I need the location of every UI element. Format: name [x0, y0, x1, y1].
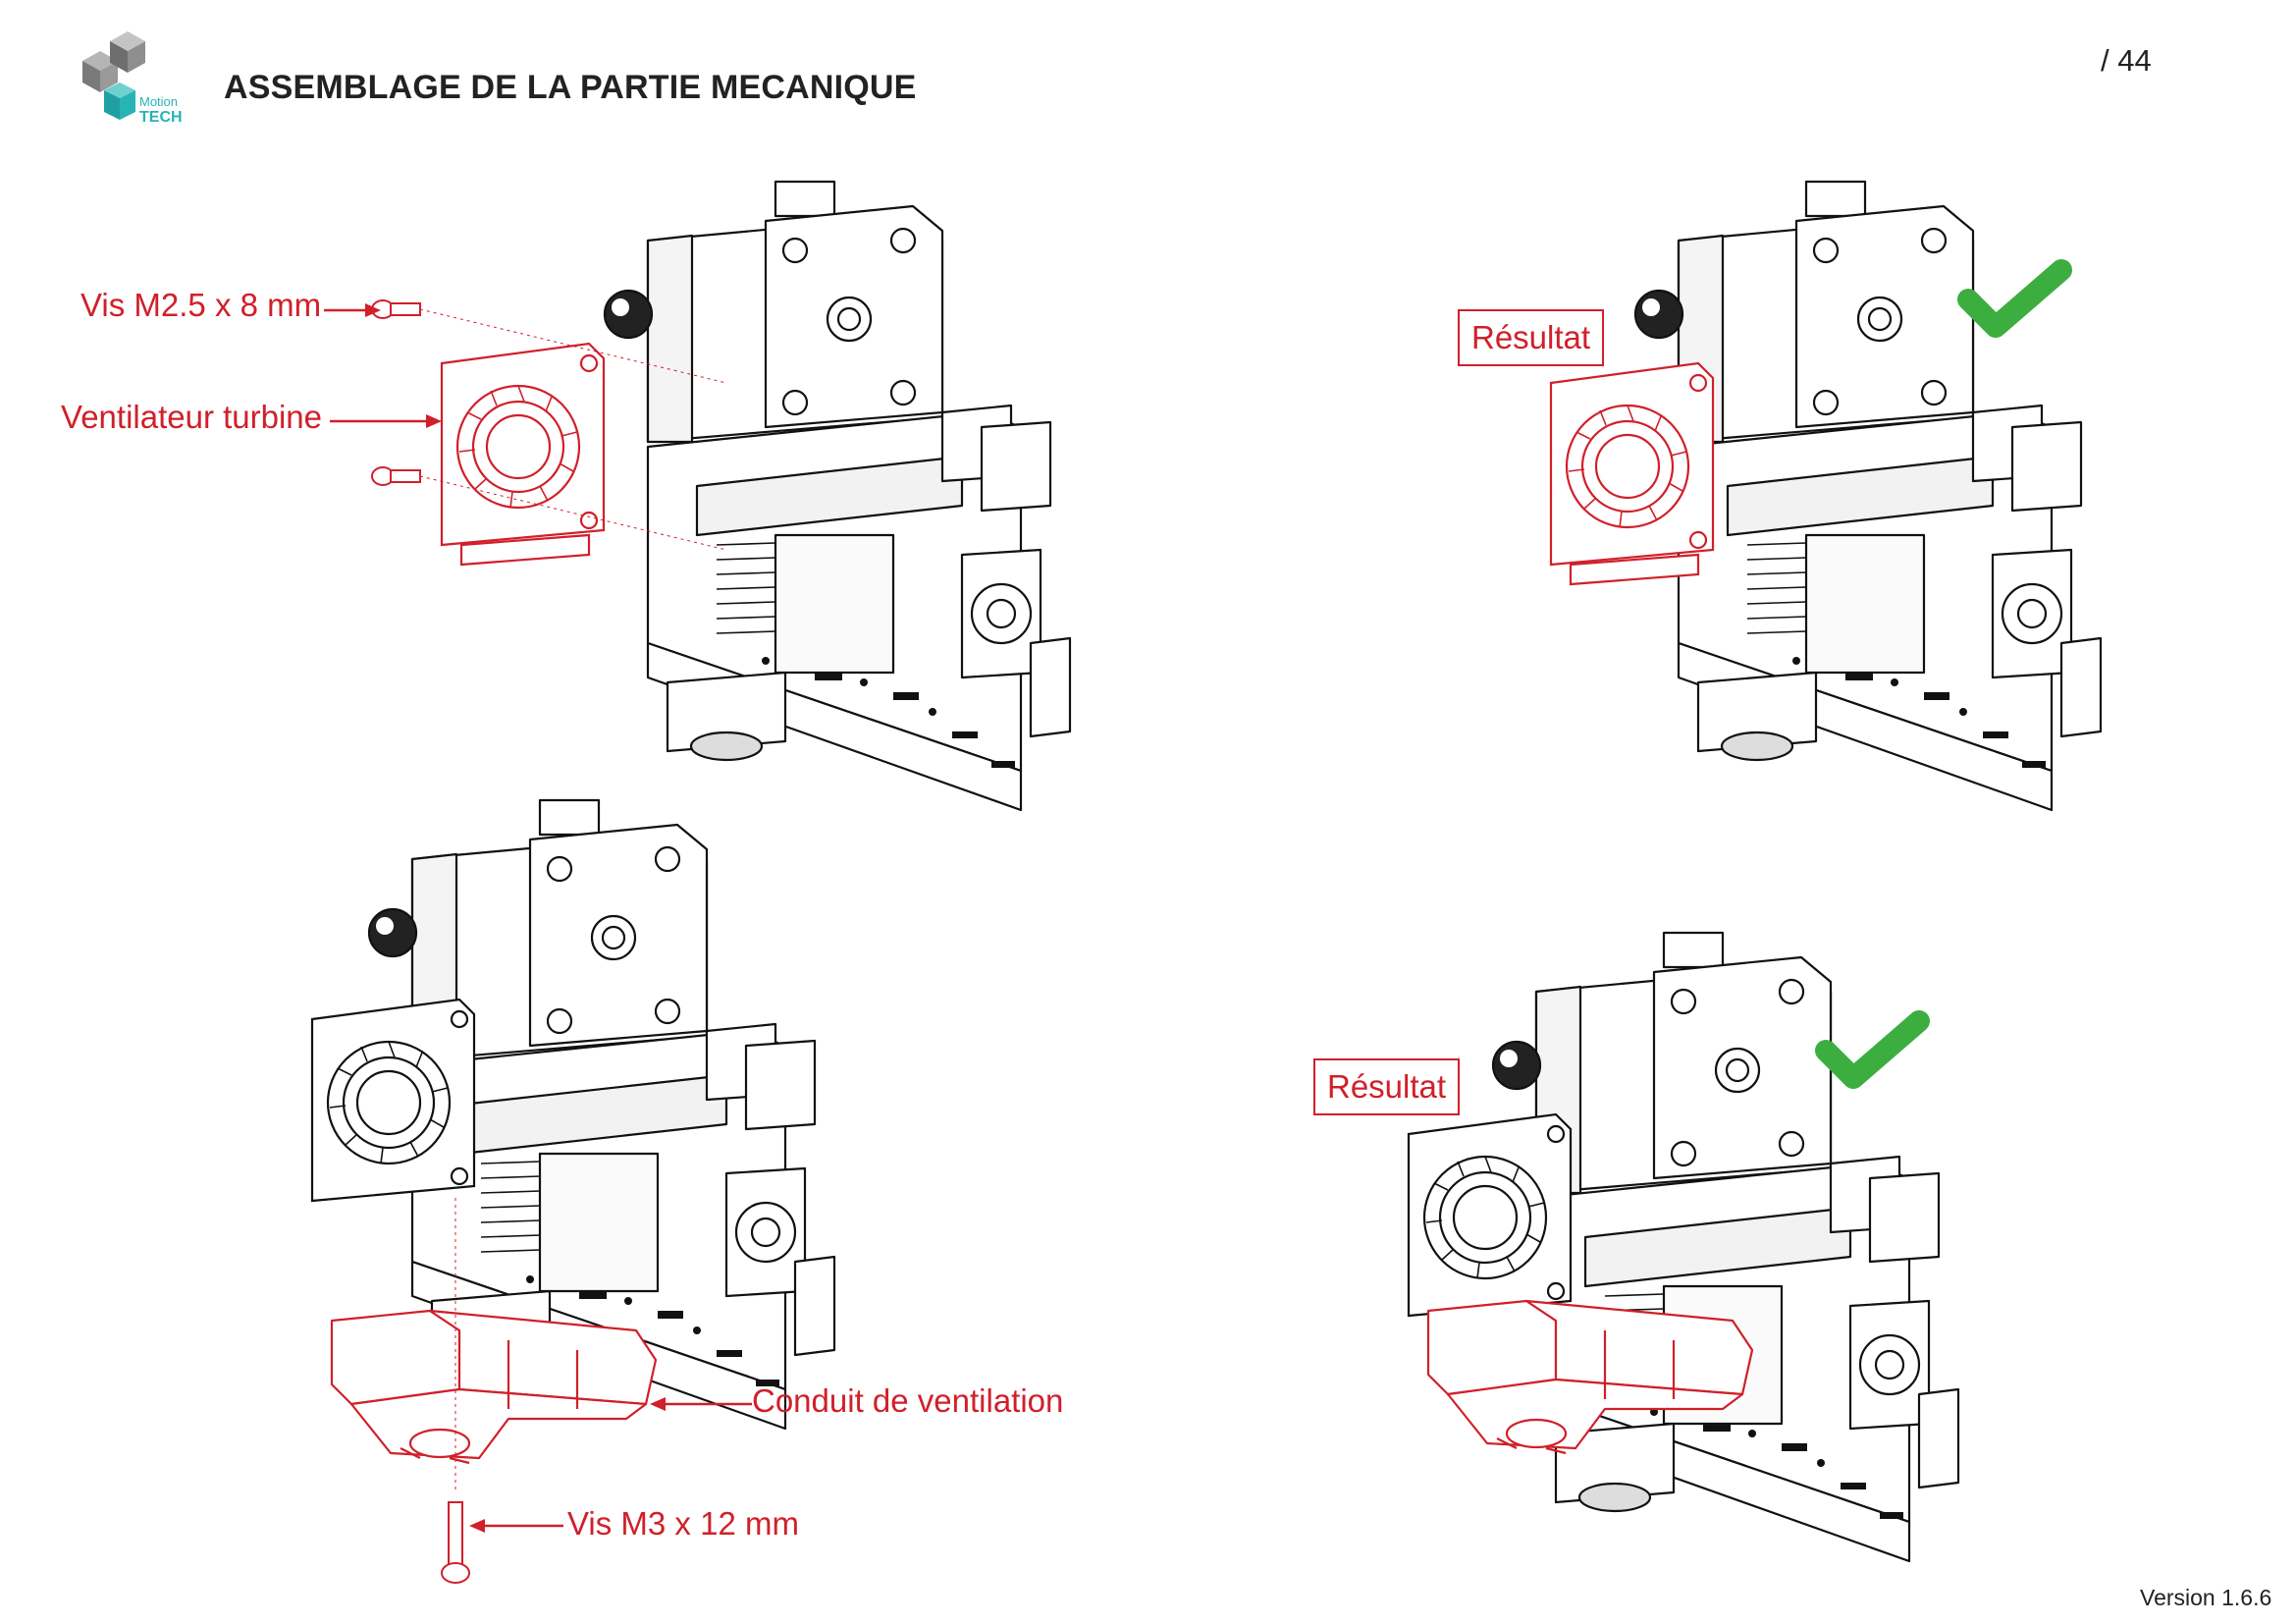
- step2-screw-m3: [441, 1198, 470, 1584]
- step2-duct-exploded: [330, 1309, 658, 1465]
- step2-result-duct: [1426, 1299, 1754, 1455]
- check-icon: [1968, 270, 2076, 349]
- arrow-ventilation-duct: [650, 1397, 752, 1411]
- step2-fan-mounted: [310, 998, 476, 1203]
- step1-screws: [371, 299, 727, 551]
- callout-screw-m25: Vis M2.5 x 8 mm: [80, 287, 322, 323]
- logo-text-top: Motion: [139, 94, 178, 109]
- step1-result-fan: [1549, 361, 1715, 586]
- check-icon: [1826, 1021, 1934, 1100]
- version-label: Version 1.6.6: [2140, 1585, 2272, 1610]
- arrow-turbine-fan: [330, 414, 442, 428]
- page-title: ASSEMBLAGE DE LA PARTIE MECANIQUE: [224, 69, 917, 106]
- motion-tech-logo: Motion TECH: [82, 31, 183, 126]
- callout-screw-m3: Vis M3 x 12 mm: [567, 1505, 799, 1542]
- page-number: / 44: [2101, 43, 2152, 78]
- arrow-screw-m3: [469, 1519, 563, 1533]
- result-label-1: Résultat: [1458, 309, 1605, 366]
- callout-turbine-fan: Ventilateur turbine: [61, 399, 323, 435]
- result-label-2: Résultat: [1313, 1058, 1461, 1115]
- arrow-screw-m25: [324, 303, 381, 317]
- callout-ventilation-duct: Conduit de ventilation: [752, 1382, 1064, 1419]
- logo-text-bottom: TECH: [139, 109, 183, 126]
